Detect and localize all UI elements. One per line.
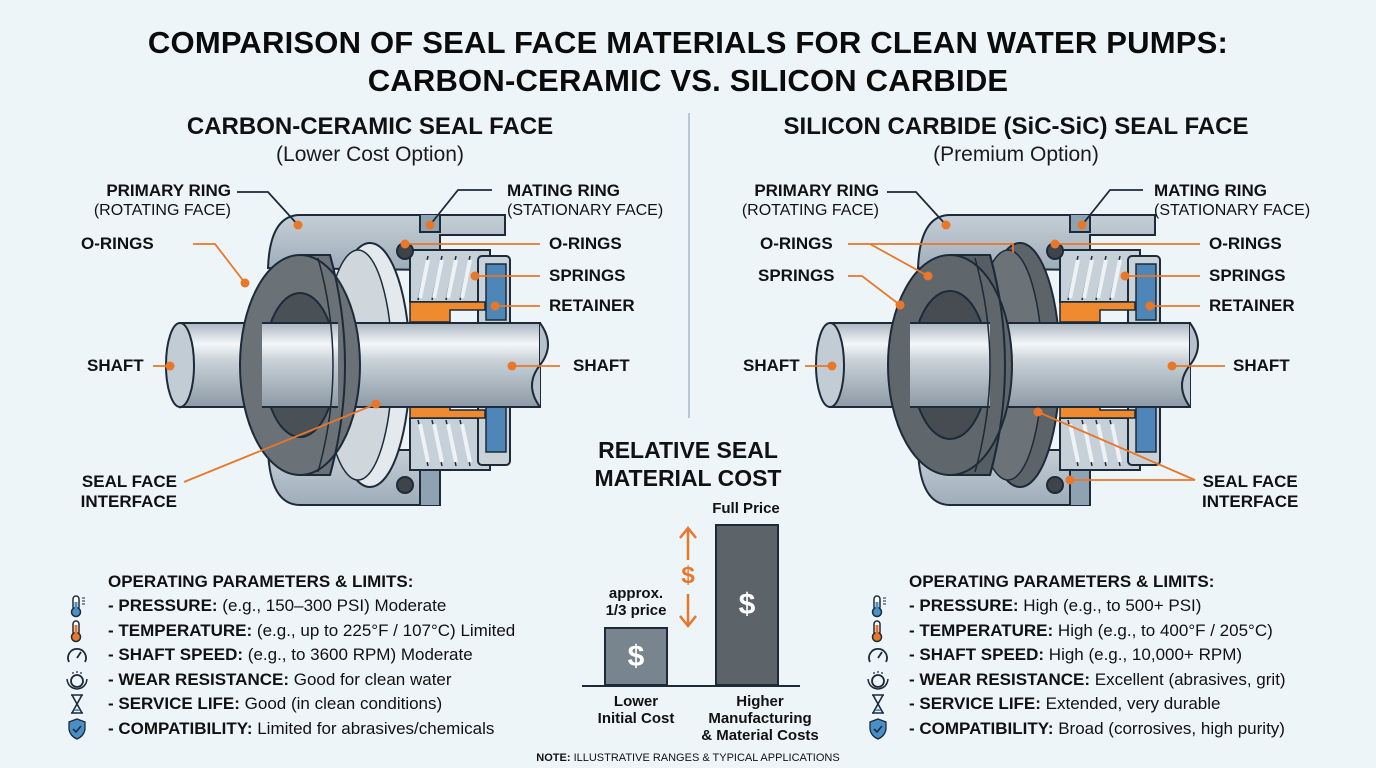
- param-row-service-life: - SERVICE LIFE: Extended, very durable: [863, 692, 1343, 717]
- right-label-mating-ring: MATING RING (STATIONARY FACE): [1154, 181, 1311, 219]
- title-line-2: CARBON-CERAMIC VS. SILICON CARBIDE: [367, 63, 1009, 98]
- right-label-springs-left: SPRINGS: [758, 266, 835, 285]
- param-row-wear-resistance: - WEAR RESISTANCE: Excellent (abrasives,…: [863, 668, 1343, 693]
- left-label-primary-ring: PRIMARY RING (ROTATING FACE): [93, 181, 231, 219]
- high-bar-annotation: Full Price: [712, 500, 780, 517]
- right-params-heading: OPERATING PARAMETERS & LIMITS:: [909, 572, 1215, 591]
- thermometer-hot-icon: [62, 620, 92, 642]
- chart-baseline: [582, 685, 800, 687]
- footnote: NOTE: ILLUSTRATIVE RANGES & TYPICAL APPL…: [536, 752, 840, 764]
- right-label-o-rings-right: O-RINGS: [1209, 234, 1282, 253]
- right-label-shaft-right: SHAFT: [1233, 356, 1290, 375]
- thermometer-gauge-icon: [863, 595, 893, 618]
- right-label-shaft: SHAFT: [743, 356, 800, 375]
- low-bar-annotation: approx. 1/3 price: [605, 585, 667, 619]
- title-line-1: COMPARISON OF SEAL FACE MATERIALS FOR CL…: [147, 25, 1229, 60]
- param-row-compatibility: - COMPATIBILITY: Broad (corrosives, high…: [863, 717, 1343, 742]
- speedometer-icon: [863, 644, 893, 666]
- left-panel-title: CARBON-CERAMIC SEAL FACE (Lower Cost Opt…: [110, 112, 630, 168]
- shield-check-icon: [62, 718, 92, 740]
- left-panel-heading: CARBON-CERAMIC SEAL FACE: [186, 113, 554, 140]
- param-row-compatibility: - COMPATIBILITY: Limited for abrasives/c…: [62, 717, 542, 742]
- low-bar-label: Lower Initial Cost: [597, 693, 675, 727]
- right-label-springs: SPRINGS: [1209, 266, 1286, 285]
- high-bar-label: Higher Manufacturing & Material Costs: [701, 693, 819, 744]
- thermometer-hot-icon: [863, 620, 893, 642]
- shield-check-icon: [863, 718, 893, 740]
- right-panel-subheading: (Premium Option): [933, 143, 1099, 166]
- left-label-shaft: SHAFT: [87, 356, 144, 375]
- left-label-mating-ring: MATING RING (STATIONARY FACE): [507, 181, 664, 219]
- cost-chart-title: RELATIVE SEAL MATERIAL COST: [594, 437, 782, 491]
- param-row-shaft-speed: - SHAFT SPEED: (e.g., to 3600 RPM) Moder…: [62, 643, 542, 668]
- param-row-pressure: - PRESSURE: High (e.g., to 500+ PSI): [863, 594, 1343, 619]
- right-label-seal-face-interface: SEAL FACE INTERFACE: [1202, 472, 1299, 511]
- param-row-temperature: - TEMPERATURE: High (e.g., to 400°F / 20…: [863, 619, 1343, 644]
- param-row-service-life: - SERVICE LIFE: Good (in clean condition…: [62, 692, 542, 717]
- speedometer-icon: [62, 644, 92, 666]
- low-cost-bar: $: [604, 627, 668, 686]
- left-params-heading: OPERATING PARAMETERS & LIMITS:: [108, 572, 414, 591]
- center-divider: [688, 113, 690, 418]
- right-operating-parameters: OPERATING PARAMETERS & LIMITS: - PRESSUR…: [863, 570, 1343, 741]
- param-row-temperature: - TEMPERATURE: (e.g., up to 225°F / 107°…: [62, 619, 542, 644]
- left-label-shaft-right: SHAFT: [573, 356, 630, 375]
- left-label-retainer: RETAINER: [549, 296, 635, 315]
- right-panel-heading: SILICON CARBIDE (SiC-SiC) SEAL FACE: [783, 113, 1249, 140]
- left-panel-subheading: (Lower Cost Option): [276, 143, 464, 166]
- right-label-retainer: RETAINER: [1209, 296, 1295, 315]
- left-label-o-rings: O-RINGS: [81, 234, 154, 253]
- hourglass-icon: [62, 693, 92, 715]
- right-label-primary-ring: PRIMARY RING (ROTATING FACE): [741, 181, 879, 219]
- thermometer-gauge-icon: [62, 595, 92, 618]
- right-label-o-rings: O-RINGS: [760, 234, 833, 253]
- left-operating-parameters: OPERATING PARAMETERS & LIMITS: - PRESSUR…: [62, 570, 542, 741]
- silicon-carbide-diagram: [815, 214, 1199, 506]
- dollar-difference-icon: $: [681, 562, 695, 589]
- right-panel-title: SILICON CARBIDE (SiC-SiC) SEAL FACE (Pre…: [756, 112, 1276, 168]
- wear-gear-icon: [62, 669, 92, 691]
- wear-gear-icon: [863, 669, 893, 691]
- page-title: COMPARISON OF SEAL FACE MATERIALS FOR CL…: [0, 24, 1376, 100]
- left-label-springs: SPRINGS: [549, 266, 626, 285]
- param-row-wear-resistance: - WEAR RESISTANCE: Good for clean water: [62, 668, 542, 693]
- left-label-seal-face-interface: SEAL FACE INTERFACE: [80, 472, 177, 511]
- high-cost-bar: $: [715, 524, 779, 686]
- left-label-o-rings-right: O-RINGS: [549, 234, 622, 253]
- carbon-ceramic-diagram: [165, 214, 549, 506]
- hourglass-icon: [863, 693, 893, 715]
- param-row-shaft-speed: - SHAFT SPEED: High (e.g., 10,000+ RPM): [863, 643, 1343, 668]
- param-row-pressure: - PRESSURE: (e.g., 150–300 PSI) Moderate: [62, 594, 542, 619]
